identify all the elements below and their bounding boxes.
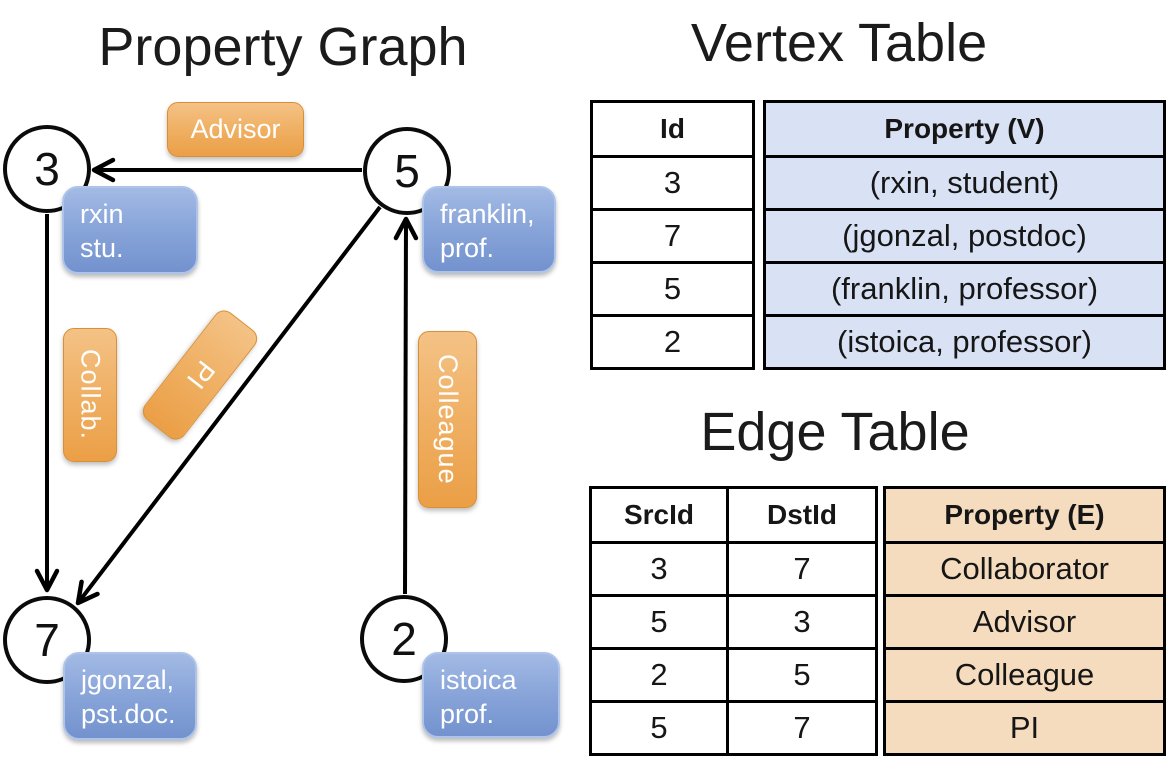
vertex-table-header-property: Property (V) xyxy=(763,100,1166,158)
vertex-node-7-id: 7 xyxy=(34,614,60,666)
edge-table-property-column: Property (E) Collaborator Advisor Collea… xyxy=(883,486,1166,756)
vertex-table-cell: (franklin, professor) xyxy=(763,261,1166,317)
edge-table-cell: 7 xyxy=(726,541,878,597)
vertex-property-line: franklin, xyxy=(440,199,535,229)
edge-label-text: Colleague xyxy=(433,354,463,485)
vertex-property-line: prof. xyxy=(440,233,495,263)
edge-table-cell: 5 xyxy=(726,647,878,703)
vertex-node-3-id: 3 xyxy=(34,143,60,195)
edge-table-cell: 7 xyxy=(726,700,878,756)
vertex-property-box-2: istoica prof. xyxy=(422,652,560,738)
vertex-table-cell: (rxin, student) xyxy=(763,155,1166,211)
edge-table-cell: 3 xyxy=(589,541,729,597)
edge-label-text: Advisor xyxy=(190,114,281,144)
edge-table-cell: 5 xyxy=(589,700,729,756)
vertex-table-header-id: Id xyxy=(590,100,755,158)
vertex-property-line: stu. xyxy=(80,233,124,263)
vertex-node-5-id: 5 xyxy=(394,145,420,197)
edge-table-cell: 3 xyxy=(726,594,878,650)
edge-label-colleague: Colleague xyxy=(418,331,477,508)
edge-table-cell: Collaborator xyxy=(883,541,1166,597)
vertex-property-line: pst.doc. xyxy=(81,699,176,729)
vertex-property-box-3: rxin stu. xyxy=(62,186,198,274)
edge-arrow-2-to-5 xyxy=(393,216,419,595)
vertex-table-cell: 5 xyxy=(590,261,755,317)
vertex-property-line: istoica xyxy=(440,665,517,695)
vertex-table: Id 3 7 5 2 Property (V) (rxin, student) … xyxy=(590,100,1166,370)
vertex-property-line: rxin xyxy=(80,199,124,229)
edge-table-cell: Colleague xyxy=(883,647,1166,703)
edge-table: SrcId DstId 3 7 5 3 2 5 5 7 Property (E) xyxy=(589,486,1166,756)
edge-table-id-columns: SrcId DstId 3 7 5 3 2 5 5 7 xyxy=(589,486,878,756)
vertex-table-property-column: Property (V) (rxin, student) (jgonzal, p… xyxy=(763,100,1166,370)
edge-label-advisor: Advisor xyxy=(167,102,304,157)
edge-table-cell: Advisor xyxy=(883,594,1166,650)
vertex-table-cell: 7 xyxy=(590,208,755,264)
vertex-node-2-id: 2 xyxy=(391,613,417,665)
vertex-property-box-7: jgonzal, pst.doc. xyxy=(63,652,197,740)
property-graph-title: Property Graph xyxy=(98,17,468,77)
vertex-property-line: prof. xyxy=(440,699,495,729)
edge-table-header-property: Property (E) xyxy=(883,486,1166,544)
vertex-property-box-5: franklin, prof. xyxy=(422,186,556,273)
edge-table-cell: 2 xyxy=(589,647,729,703)
vertex-table-title: Vertex Table xyxy=(690,13,988,73)
vertex-table-cell: (jgonzal, postdoc) xyxy=(763,208,1166,264)
edge-label-text: PI xyxy=(180,355,221,396)
edge-table-header-srcid: SrcId xyxy=(589,486,729,544)
edge-table-cell: PI xyxy=(883,700,1166,756)
edge-label-text: Collab. xyxy=(75,349,106,441)
vertex-property-line: jgonzal, xyxy=(81,665,175,695)
vertex-table-cell: 3 xyxy=(590,155,755,211)
edge-table-cell: 5 xyxy=(589,594,729,650)
edge-label-collab: Collab. xyxy=(63,328,117,462)
edge-arrow-5-to-7 xyxy=(75,205,382,606)
edge-table-title: Edge Table xyxy=(700,402,970,462)
edge-table-header-dstid: DstId xyxy=(726,486,878,544)
vertex-node-3: 3 xyxy=(3,125,91,213)
vertex-table-id-column: Id 3 7 5 2 xyxy=(590,100,755,370)
vertex-table-cell: 2 xyxy=(590,314,755,370)
vertex-table-cell: (istoica, professor) xyxy=(763,314,1166,370)
